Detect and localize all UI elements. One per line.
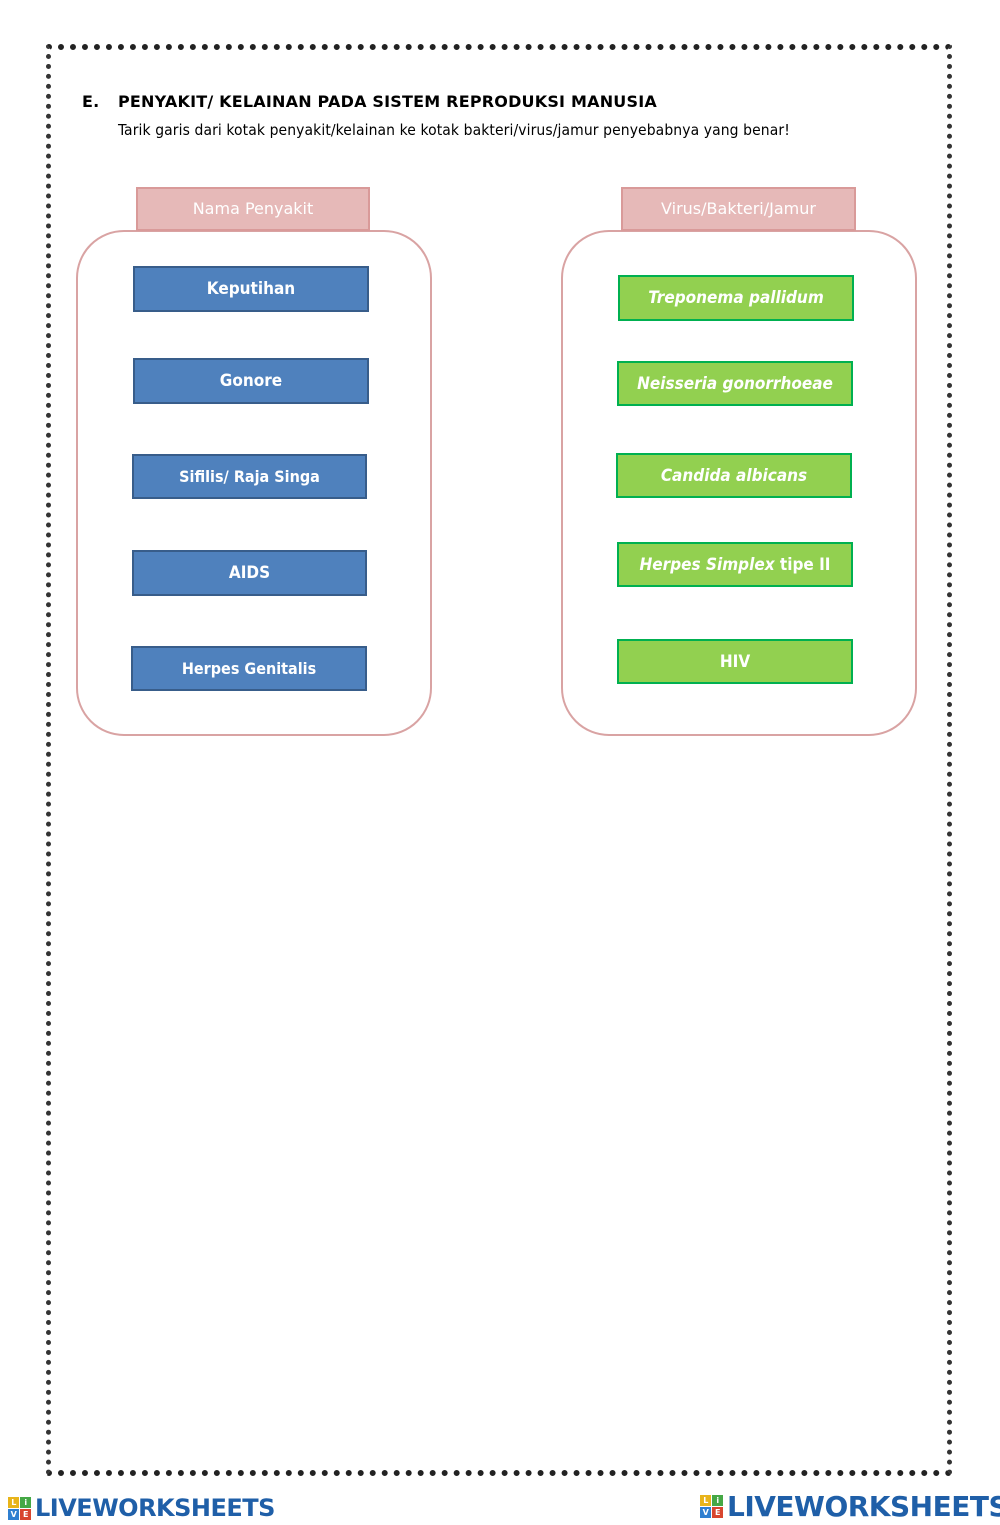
liveworksheets-icon: L i V E [8, 1496, 31, 1520]
cause-label-normal: HIV [719, 651, 751, 672]
logo-text: LIVEWORKSHEETS [35, 1494, 275, 1522]
cause-label-normal: tipe II [774, 554, 831, 575]
cause-panel-header: Virus/Bakteri/Jamur [621, 187, 856, 231]
cause-label-italic: Neisseria gonorrhoeae [637, 373, 833, 394]
liveworksheets-icon: L i V E [700, 1495, 723, 1518]
disease-card-sifilis[interactable]: Sifilis/ Raja Singa [132, 454, 367, 499]
section-title: PENYAKIT/ KELAINAN PADA SISTEM REPRODUKS… [118, 92, 657, 111]
logo-text: LIVEWORKSHEETS [727, 1490, 1000, 1523]
cause-card-herpes-simplex[interactable]: Herpes Simplex tipe II [617, 542, 853, 587]
page-border [46, 44, 952, 1476]
liveworksheets-logo-left: L i V E LIVEWORKSHEETS [8, 1494, 275, 1522]
liveworksheets-logo-right: L i V E LIVEWORKSHEETS [700, 1490, 1000, 1523]
disease-panel-header: Nama Penyakit [136, 187, 370, 231]
cause-card-neisseria[interactable]: Neisseria gonorrhoeae [617, 361, 853, 406]
cause-card-hiv[interactable]: HIV [617, 639, 853, 684]
instruction-text: Tarik garis dari kotak penyakit/kelainan… [118, 121, 790, 139]
section-heading: E. PENYAKIT/ KELAINAN PADA SISTEM REPRODU… [82, 92, 657, 111]
cause-card-treponema[interactable]: Treponema pallidum [618, 275, 854, 321]
section-number: E. [82, 92, 100, 111]
disease-card-keputihan[interactable]: Keputihan [133, 266, 369, 312]
disease-card-gonore[interactable]: Gonore [133, 358, 369, 404]
cause-label-italic: Treponema pallidum [648, 288, 824, 308]
cause-label-italic: Herpes Simplex [639, 554, 775, 575]
disease-card-aids[interactable]: AIDS [132, 550, 367, 596]
cause-card-candida[interactable]: Candida albicans [616, 453, 852, 498]
disease-card-herpes-genitalis[interactable]: Herpes Genitalis [131, 646, 367, 691]
cause-label-italic: Candida albicans [660, 465, 808, 486]
